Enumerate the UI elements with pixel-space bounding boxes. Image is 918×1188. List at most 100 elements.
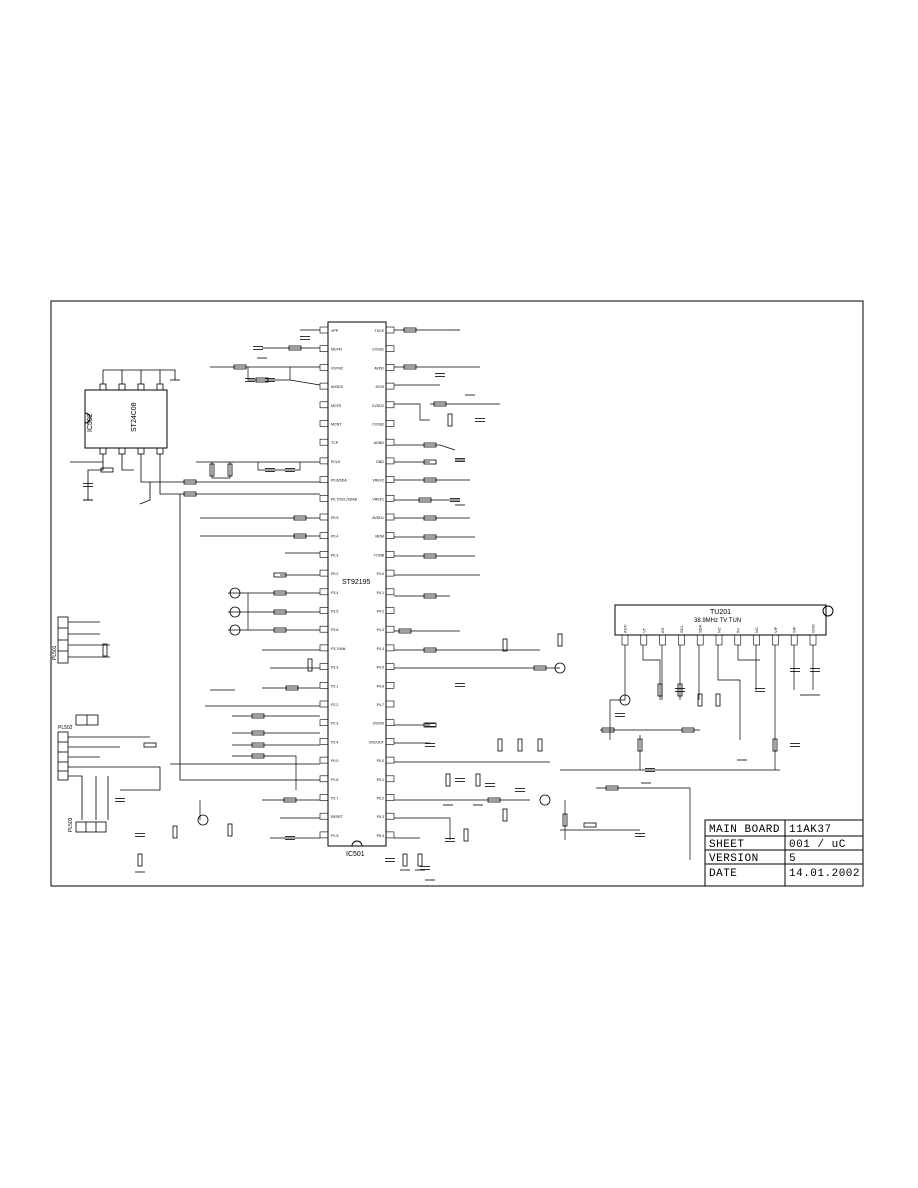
capacitor [285,836,295,840]
tuner-part: 38.9MHz TV TUN [694,618,741,624]
transistor [229,624,241,636]
capacitor [445,838,455,842]
ic-pin-label: CVDD2 [372,404,384,408]
ic-pin-left: PCLK [319,457,341,465]
passive-components [83,327,820,881]
resistor [502,638,508,652]
ic-pin-right: P4.1 [377,588,395,596]
tuner-pin: AS [659,627,666,646]
ic-pin-label: AGND [374,441,385,445]
resistor [423,442,437,448]
resistor [227,463,233,477]
ic-pin-label: P2.2 [331,703,338,707]
resistor [288,345,302,351]
title-block-version-label: VERSION [709,853,759,865]
eeprom-ref: IC502 [87,413,94,432]
resistor [533,665,547,671]
capacitor [425,723,435,727]
ic-pin-right: AVDD [374,364,395,371]
ic-pin-right: CVSS1 [372,345,395,353]
ic-pin-left: MCFM [319,345,342,353]
resistor [251,753,265,759]
ic-pin-label: JVSS [375,385,385,389]
resistor [273,609,287,615]
ic-pin-label: P4.3 [377,628,384,632]
tuner-ref: TU201 [710,609,731,616]
ic-pin-left: P0.2 [319,569,338,577]
capacitor [755,688,765,692]
ic-pin-label: VREF2 [372,479,384,483]
ic-pin-label: P4.5 [377,666,384,670]
resistor [557,633,563,647]
capacitor [265,378,275,382]
resistor [423,459,437,465]
ic-pin-label: P3.6 [331,628,338,632]
resistor [487,797,501,803]
title-block-date-value: 14.01.2002 [789,868,860,880]
capacitor [790,668,800,672]
ic-pin-label: TXCK [374,329,384,333]
key-connector-ref: PL502 [58,725,73,731]
ic-pin-left: P2.2 [319,700,338,708]
ic-pin-label: OSCOUT [369,740,385,744]
capacitor [455,683,465,687]
resistor [517,738,523,752]
eeprom-part: ST24C08 [131,402,138,432]
ic-pin-label: PCLK [331,460,341,464]
ic-pin-label: MDM [375,535,384,539]
resistor [183,479,197,485]
tuner-pin: VT [640,627,648,646]
ic-pin-right: P4.3 [377,625,395,633]
resistor [715,693,721,707]
ic-pin-label: P0.0 [331,759,338,763]
resistor [251,730,265,736]
ic-pin-right: CVSS2 [372,420,395,427]
resistor [497,738,503,752]
ic-pin-label: VSYNC [331,366,344,370]
ic-pin-left: P0.6/SDA [319,476,347,483]
tuner-pin: 5V [734,628,742,646]
ic-pin-left: P2.5 [319,831,338,839]
resistor [423,647,437,653]
ic-pin-label: P0.3 [331,553,338,557]
ic-pin-label: VREF1 [372,497,384,501]
service-connector [57,616,110,664]
ic-pin-right: VREF2 [372,476,395,483]
resistor [209,463,215,477]
tuner-pin: SIF [790,626,798,646]
tuner-pin: SCL [678,624,685,646]
ic-pin-right: GND [376,457,395,465]
capacitor [615,713,625,717]
ic-pin-label: P2.4 [331,740,338,744]
resistor [183,491,197,497]
tuner-pin: VIF [772,626,779,646]
capacitor [83,483,93,487]
resistor [403,364,417,370]
capacitor [455,458,465,462]
ic-pin-label: P5.0 [377,759,384,763]
resistor [100,467,114,473]
ic-pin-label: VPP [331,329,339,333]
resistor [502,808,508,822]
tuner-pin: SDA [696,624,704,646]
ic-pin-left: P2.7 [319,794,338,801]
ic-pin-left: P2.3 [319,719,338,727]
ic-pin-label: P3.4 [331,591,338,595]
ic-pin-label: YCMB [374,553,385,557]
ic-pin-label: MCFM [331,348,342,352]
ic-pin-label: CVSS2 [372,423,384,427]
capacitor [115,798,125,802]
ic-pin-label: P5.4 [377,834,384,838]
eeprom-pin [137,383,145,391]
resistor [475,773,481,787]
ic-pin-label: P4.1 [377,591,384,595]
ic-pin-right: AGND [374,438,395,446]
ic-pin-left: VSYNC [319,364,344,371]
resistor [273,590,287,596]
ic-pin-right: P5.0 [377,756,395,764]
resistor [273,572,287,578]
tuner-pin-label: SIF [792,626,797,633]
resistor [418,497,432,503]
